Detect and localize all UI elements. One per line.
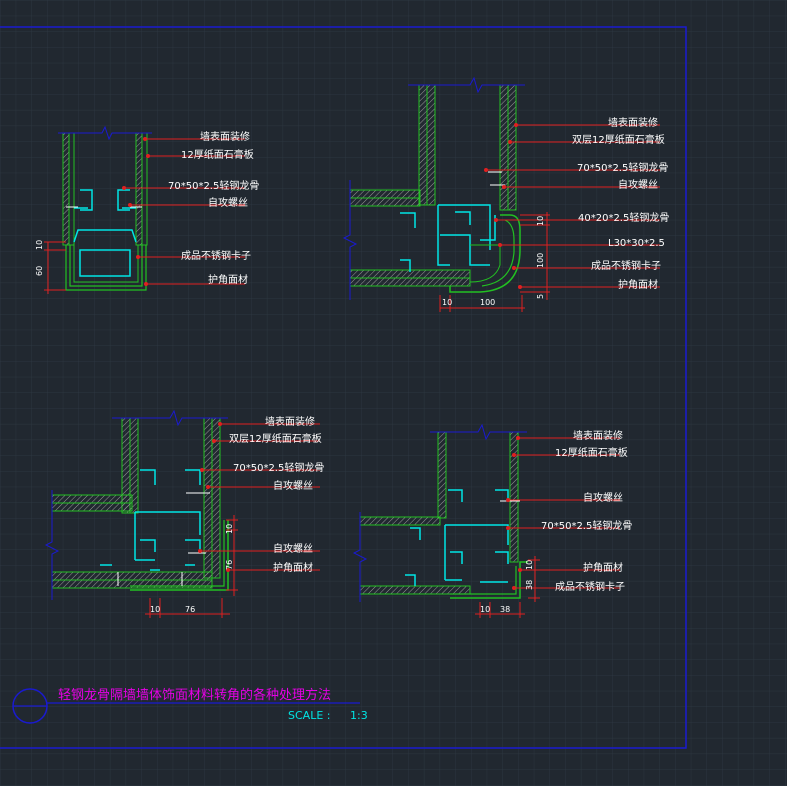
d4-label-guard: 护角面材 [583,561,623,574]
d4-label-screw: 自攻螺丝 [583,491,623,504]
d4-label-clip: 成品不锈钢卡子 [555,580,625,593]
detail-4: 墙表面装修 12厚纸面石膏板 自攻螺丝 70*50*2.5轻钢龙骨 护角面材 成… [352,423,632,618]
scale-value: 1:3 [350,709,368,722]
sheet-frame [0,26,687,749]
d4-dim-38v: 38 [525,580,534,590]
d2-dim-100v: 100 [536,253,545,268]
d4-label-finish: 墙表面装修 [573,429,623,442]
d2-label-clip: 成品不锈钢卡子 [591,259,661,272]
detail-2: 墙表面装修 双层12厚纸面石膏板 70*50*2.5轻钢龙骨 自攻螺丝 40*2… [342,76,669,312]
d4-dim-10v: 10 [525,560,534,570]
d1-label-board: 12厚纸面石膏板 [181,148,254,161]
d3-dim-10v: 10 [225,524,234,534]
d3-label-finish: 墙表面装修 [265,415,315,428]
d3-label-screw2: 自攻螺丝 [273,542,313,555]
d1-dim-60: 60 [35,266,44,276]
d4-label-stud: 70*50*2.5轻钢龙骨 [541,519,632,532]
d4-label-board: 12厚纸面石膏板 [555,446,628,459]
d4-dim-10h: 10 [480,605,490,614]
drawing-title: 轻钢龙骨隔墙墙体饰面材料转角的各种处理方法 [58,687,331,703]
d1-dim-10: 10 [35,240,44,250]
title-block: 轻钢龙骨隔墙墙体饰面材料转角的各种处理方法 SCALE : 1:3 [12,687,368,724]
d2-label-angle: L30*30*2.5 [608,238,665,249]
detail-3: 墙表面装修 双层12厚纸面石膏板 70*50*2.5轻钢龙骨 自攻螺丝 自攻螺丝… [44,409,324,618]
d3-dim-10h: 10 [150,605,160,614]
d2-dim-5: 5 [536,294,545,299]
d2-label-stud2: 40*20*2.5轻钢龙骨 [578,211,669,224]
d4-dim-38h: 38 [500,605,510,614]
d1-label-screw: 自攻螺丝 [208,196,248,209]
d3-label-board: 双层12厚纸面石膏板 [229,432,322,445]
d2-label-board: 双层12厚纸面石膏板 [572,133,665,146]
d1-label-guard: 护角面材 [208,273,248,286]
d3-label-stud: 70*50*2.5轻钢龙骨 [233,461,324,474]
scale-label: SCALE : [288,709,330,722]
d2-label-stud: 70*50*2.5轻钢龙骨 [577,161,668,174]
d3-label-screw: 自攻螺丝 [273,479,313,492]
d3-dim-76v: 76 [225,560,234,570]
d3-dim-76h: 76 [185,605,195,614]
d3-label-guard: 护角面材 [273,561,313,574]
d1-label-finish: 墙表面装修 [200,130,250,143]
d1-label-clip: 成品不锈钢卡子 [181,249,251,262]
d2-label-guard: 护角面材 [618,278,658,291]
d2-label-finish: 墙表面装修 [608,116,658,129]
d2-dim-10v: 10 [536,216,545,226]
detail-1: 墙表面装修 12厚纸面石膏板 70*50*2.5轻钢龙骨 自攻螺丝 成品不锈钢卡… [35,125,259,294]
d2-dim-10h: 10 [442,298,452,307]
d2-dim-100h: 100 [480,298,495,307]
d1-label-stud: 70*50*2.5轻钢龙骨 [168,179,259,192]
d2-label-screw: 自攻螺丝 [618,178,658,191]
